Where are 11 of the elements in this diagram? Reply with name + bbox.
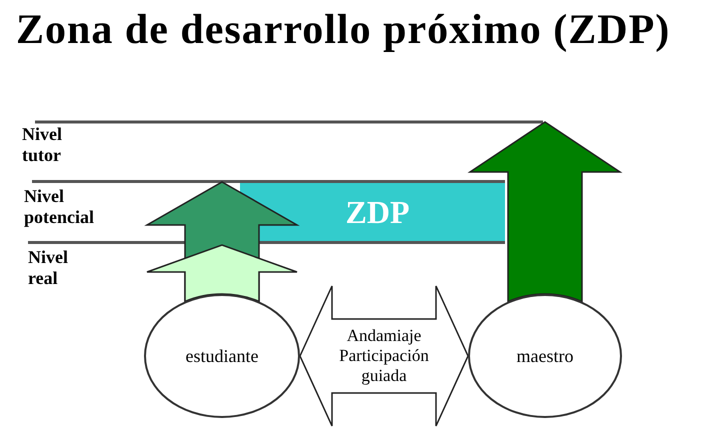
node-label: estudiante [186, 345, 258, 367]
diagram-title: Zona de desarrollo próximo (ZDP) [16, 6, 670, 54]
zdp-band [240, 180, 505, 244]
node-label: maestro [516, 345, 574, 367]
level-label: Nivel real [28, 247, 68, 289]
edge-label: Andamiaje Participación guiada [339, 326, 429, 386]
block-arrow [146, 244, 298, 302]
band-label: ZDP [346, 194, 410, 230]
level-label: Nivel potencial [24, 186, 94, 228]
block-arrow [469, 121, 621, 302]
level-label: Nivel tutor [22, 124, 62, 166]
